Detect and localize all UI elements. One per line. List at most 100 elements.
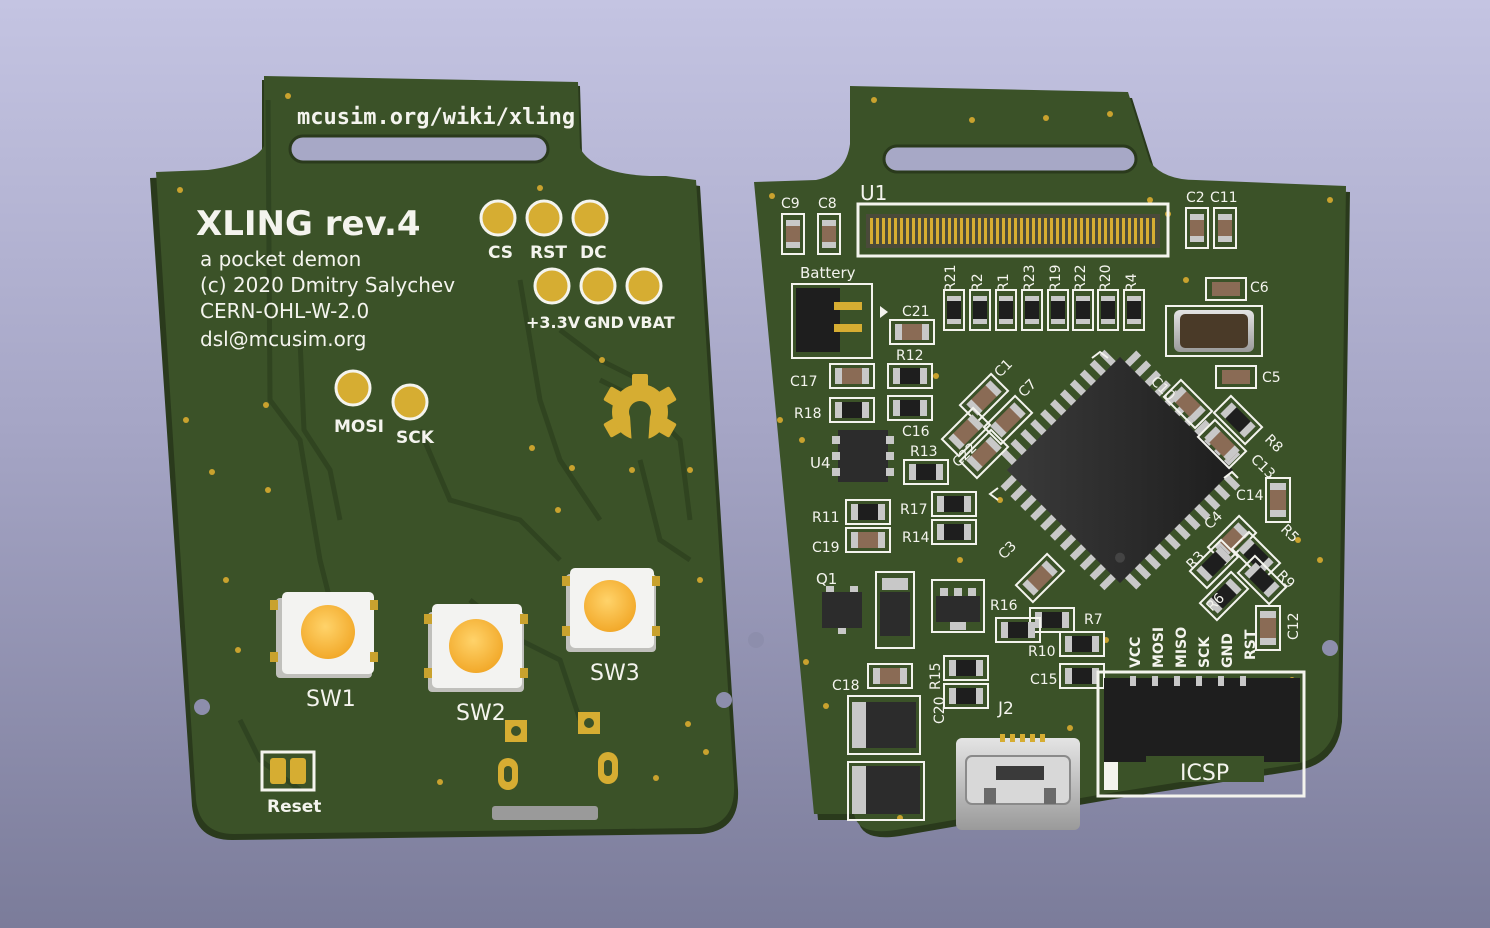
resistor — [903, 459, 949, 485]
resistor — [887, 395, 933, 421]
reset-label: Reset — [267, 797, 321, 817]
display-connector-u1 — [856, 202, 1170, 258]
fpc-pin — [1050, 218, 1053, 244]
fpc-pin — [1014, 218, 1017, 244]
fpc-pin — [1134, 218, 1137, 244]
mcu-pin — [1000, 448, 1019, 467]
resistor — [845, 499, 891, 525]
caps-right — [1205, 277, 1257, 389]
label-c8: C8 — [818, 196, 837, 212]
pad-label-3v3: +3.3V — [526, 313, 581, 332]
pad-label-rst: RST — [530, 243, 567, 263]
label-c18: C18 — [832, 678, 860, 694]
fpc-pin — [996, 218, 999, 244]
pad-label-cs: CS — [488, 243, 513, 263]
mcu-pin — [1030, 503, 1048, 521]
mcu-pin — [1089, 359, 1108, 378]
label-battery: Battery — [800, 264, 856, 282]
resistor — [1029, 607, 1075, 633]
fpc-pin — [1026, 218, 1029, 244]
fpc-pin — [894, 218, 897, 244]
mcu-pin — [1222, 472, 1241, 491]
mcu-pin — [1202, 492, 1221, 511]
fpc-pin — [942, 218, 945, 244]
fpc-pin — [990, 218, 993, 244]
back-notch-right — [1322, 640, 1338, 656]
fpc-pin — [876, 218, 879, 244]
resistor-row — [943, 289, 1145, 331]
mcu-pin — [1020, 493, 1038, 512]
battery-connector — [791, 283, 888, 359]
label-c19: C19 — [812, 540, 840, 556]
label-r11: R11 — [812, 510, 840, 526]
front-notch-right — [716, 692, 732, 708]
fpc-pin — [1002, 218, 1005, 244]
mcu-pin — [1192, 419, 1211, 438]
fpc-pin — [870, 218, 873, 244]
mcu-pin — [1079, 552, 1098, 571]
label-r7: R7 — [1084, 612, 1103, 628]
resistor — [995, 289, 1017, 331]
mcu-pin — [1069, 542, 1088, 561]
label-c6: C6 — [1250, 280, 1269, 296]
fpc-pin — [924, 218, 927, 244]
mcu-pin — [1049, 399, 1068, 417]
open-hardware-gear-icon — [603, 374, 677, 446]
mcu-pin — [1133, 561, 1152, 580]
switch-sw3[interactable] — [562, 568, 660, 652]
label-c17: C17 — [790, 374, 818, 390]
capacitor — [1255, 605, 1281, 651]
fpc-pin — [1122, 218, 1125, 244]
resistor — [829, 397, 875, 423]
info-line-4: dsl@mcusim.org — [200, 327, 366, 351]
mcu-pin — [1069, 379, 1088, 398]
crystal — [1165, 305, 1263, 357]
switch-sw2[interactable] — [424, 604, 528, 692]
reset-jumper[interactable] — [260, 750, 316, 792]
pad-label-gnd: GND — [584, 313, 624, 332]
mcu-pin — [1059, 532, 1078, 551]
fpc-pin — [1068, 218, 1071, 244]
mcu-pin — [1182, 512, 1201, 531]
mcu-pin — [1020, 428, 1038, 447]
capacitor — [1014, 552, 1066, 604]
front-notch-left — [194, 699, 210, 715]
mcu-pin — [1173, 522, 1191, 541]
resistor — [931, 491, 977, 517]
capacitor — [829, 363, 875, 389]
fpc-pin — [1056, 218, 1059, 244]
resistor — [1212, 394, 1264, 446]
lanyard-slot-back — [882, 144, 1138, 174]
front-vias — [177, 93, 709, 785]
label-r14: R14 — [902, 530, 930, 546]
fpc-pin — [1152, 218, 1155, 244]
resistor — [1188, 538, 1240, 590]
label-r10: R10 — [1028, 644, 1056, 660]
label-icsp: ICSP — [1180, 761, 1229, 786]
resistor — [1059, 631, 1105, 657]
mcu-chip — [1000, 349, 1241, 591]
mcu-pin — [1123, 571, 1142, 590]
label-c20: C20 — [932, 696, 948, 724]
fpc-pin — [1128, 218, 1131, 244]
mcu-pin — [1123, 350, 1142, 369]
mcu-pin — [1212, 482, 1231, 501]
fpc-pin — [984, 218, 987, 244]
label-r15: R15 — [928, 662, 944, 690]
back-notch-left — [748, 632, 764, 648]
fpc-pin — [918, 218, 921, 244]
label-r1: R1 — [996, 273, 1012, 292]
fpc-pin — [1044, 218, 1047, 244]
ic-u4 — [832, 430, 894, 482]
switch-sw1[interactable] — [270, 592, 378, 678]
front-board: mcusim.org/wiki/xling XLING rev.4 a pock… — [150, 76, 739, 840]
mcu-pin — [1192, 502, 1211, 521]
icsp-pin-vcc: VCC — [1128, 637, 1144, 668]
switch-label-sw2: SW2 — [456, 701, 506, 726]
fpc-pin — [1008, 218, 1011, 244]
fpc-pin — [930, 218, 933, 244]
fpc-pin — [1080, 218, 1083, 244]
icsp-pin-miso: MISO — [1174, 627, 1190, 668]
label-r19: R19 — [1048, 264, 1064, 292]
